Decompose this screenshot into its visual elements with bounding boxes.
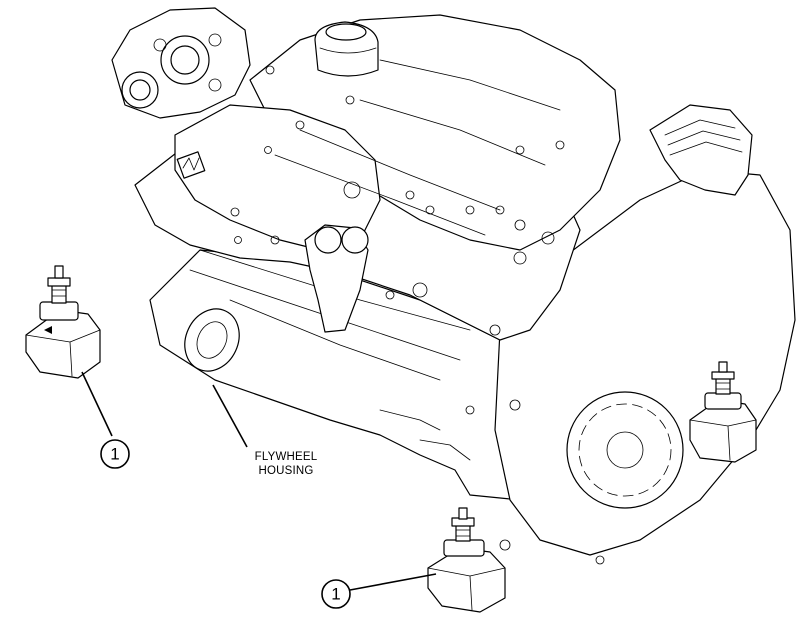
engine-mount-left — [25, 265, 101, 379]
turbo-bolt — [208, 33, 222, 47]
bolt-pattern — [230, 65, 605, 565]
oil-filler-cap-top — [325, 23, 367, 41]
flywheel-housing-label: FLYWHEEL HOUSING — [255, 451, 318, 477]
oil-filler-cap-ridge — [319, 47, 377, 54]
block-rib — [199, 249, 471, 331]
cat-logo-icon — [176, 151, 206, 179]
hose-rib — [669, 141, 743, 156]
block-rib — [229, 299, 441, 381]
callout-number: 1 — [110, 445, 119, 464]
hose-rib — [664, 119, 736, 136]
coolant-elbow-port — [341, 226, 369, 254]
block-rib — [379, 409, 441, 431]
flywheel-housing-bore — [196, 321, 228, 359]
hose-rib — [667, 130, 741, 146]
turbo-bolt — [153, 38, 167, 52]
callout-1-bottom: 1 — [321, 579, 351, 609]
flywheel-leader — [212, 384, 248, 448]
engine-mount-right — [689, 361, 757, 463]
crank-pulley-ring — [578, 403, 672, 497]
coolant-elbow-port — [314, 226, 342, 254]
turbo-bolt — [208, 78, 222, 92]
callout-1-left: 1 — [100, 439, 130, 469]
callout-leader-left — [81, 371, 113, 437]
turbo-outlet-inner — [129, 79, 151, 101]
cat-logo-mark — [182, 157, 200, 171]
turbo-inlet-inner — [170, 45, 200, 75]
engine-drawing-icon — [111, 7, 796, 565]
block-rib — [299, 129, 501, 211]
engine-mount-bottom — [427, 507, 506, 613]
label-line: HOUSING — [258, 465, 313, 477]
block-rib — [379, 59, 561, 111]
flywheel-housing-ring — [184, 308, 240, 372]
block-rib — [274, 154, 486, 236]
label-line: FLYWHEEL — [255, 451, 318, 463]
callout-number: 1 — [331, 585, 340, 604]
block-rib — [359, 99, 546, 166]
intake-hose — [649, 104, 753, 196]
callout-leader-bottom — [349, 573, 437, 591]
block-rib — [419, 439, 471, 461]
crank-pulley-hub — [606, 431, 644, 469]
crank-pulley — [566, 391, 684, 509]
